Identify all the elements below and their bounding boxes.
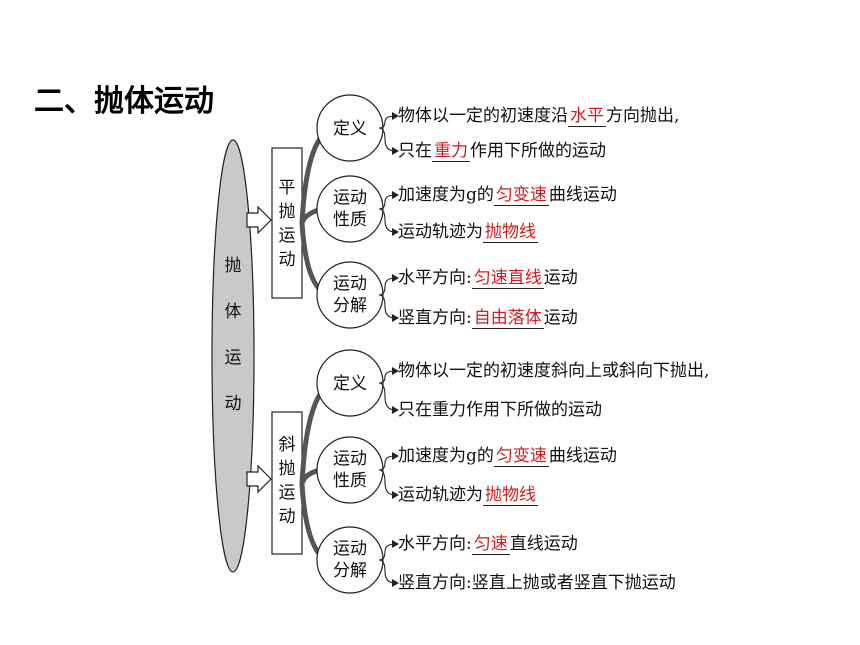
root-label: 抛体运动: [224, 256, 242, 414]
arrow-head: [392, 228, 399, 236]
line-text: 加速度为g的: [398, 446, 494, 466]
brace: [378, 277, 396, 319]
answer-blank: 自由落体: [471, 308, 544, 329]
branch-label-1: 平抛运动: [278, 178, 296, 270]
arrow-head: [392, 579, 399, 587]
brace: [378, 115, 396, 152]
line-text: 曲线运动: [548, 185, 617, 205]
line-text: 曲线运动: [548, 446, 617, 466]
node-circle-4: [316, 349, 384, 417]
branch-label-2: 斜抛运动: [278, 435, 296, 527]
node-circle-5: [316, 436, 384, 504]
line-text: 方向抛出,: [606, 106, 680, 126]
arrow-head: [392, 147, 399, 155]
description-line: 竖直方向:竖直上抛或者竖直下抛运动: [398, 573, 676, 593]
arrow-head: [392, 452, 399, 460]
arrow-head: [392, 274, 399, 282]
brace: [378, 455, 396, 496]
node-circle-1: [316, 94, 384, 162]
arrow-head: [392, 540, 399, 548]
line-text: 只在: [398, 141, 432, 161]
arrow-head: [392, 191, 399, 199]
line-text: 直线运动: [509, 534, 578, 554]
arrow-head: [392, 491, 399, 499]
hollow-arrow-1: [246, 205, 272, 235]
answer-blank: 抛物线: [483, 485, 538, 506]
node-label-2: 运动性质: [333, 188, 367, 230]
node-label-6: 运动分解: [333, 539, 367, 581]
description-line: 只在重力作用下所做的运动: [398, 400, 602, 420]
answer-blank: 匀速直线: [471, 268, 544, 289]
line-text: 作用下所做的运动: [470, 141, 606, 161]
line-text: 竖直方向:: [398, 308, 472, 328]
node-circle-6: [316, 526, 384, 594]
line-text: 物体以一定的初速度斜向上或斜向下抛出,: [398, 361, 710, 381]
arrow-head: [392, 367, 399, 375]
description-line: 运动轨迹为抛物线: [398, 485, 538, 506]
brace: [378, 370, 396, 411]
line-text: 只在重力作用下所做的运动: [398, 400, 602, 420]
arrow-head: [392, 406, 399, 414]
answer-blank: 水平: [568, 106, 606, 127]
diagram-edge-mask: [216, 70, 226, 115]
hollow-arrow-2: [246, 464, 272, 494]
description-line: 运动轨迹为抛物线: [398, 222, 538, 243]
description-line: 物体以一定的初速度斜向上或斜向下抛出,: [398, 361, 709, 381]
description-line: 加速度为g的匀变速曲线运动: [398, 185, 617, 206]
brace: [378, 194, 396, 233]
root-oval: [211, 139, 255, 573]
line-text: 运动: [543, 268, 578, 288]
description-line: 加速度为g的匀变速曲线运动: [398, 446, 617, 467]
node-label-5: 运动性质: [333, 449, 367, 491]
description-line: 只在重力作用下所做的运动: [398, 141, 606, 162]
brace-arrows: [378, 115, 396, 584]
answer-blank: 重力: [432, 141, 470, 162]
answer-blank: 抛物线: [483, 222, 538, 243]
description-line: 物体以一定的初速度沿水平方向抛出,: [398, 106, 680, 127]
description-line: 水平方向:匀速直线运动: [398, 534, 578, 555]
answer-blank: 匀速: [471, 534, 510, 555]
brace: [378, 543, 396, 584]
line-text: 物体以一定的初速度沿: [398, 106, 568, 126]
description-line: 竖直方向:自由落体运动: [398, 308, 578, 329]
line-text: 水平方向:: [398, 534, 472, 554]
arrow-head: [392, 112, 399, 120]
answer-blank: 匀变速: [493, 185, 549, 206]
line-text: 水平方向:: [398, 268, 472, 288]
node-circle-2: [316, 175, 384, 243]
arrow-head: [392, 314, 399, 322]
node-label-3: 运动分解: [333, 274, 367, 316]
line-text: 运动轨迹为: [398, 222, 483, 242]
section-heading: 二、抛体运动: [34, 84, 214, 119]
description-line: 水平方向:匀速直线运动: [398, 268, 578, 289]
node-label-1: 定义: [333, 119, 367, 139]
arrow-heads: [392, 112, 399, 587]
line-text: 加速度为g的: [398, 185, 494, 205]
line-text: 竖直方向:竖直上抛或者竖直下抛运动: [398, 573, 676, 593]
answer-blank: 匀变速: [493, 446, 549, 467]
line-text: 运动轨迹为: [398, 485, 483, 505]
node-label-4: 定义: [333, 374, 367, 394]
node-circle-3: [316, 261, 384, 329]
line-text: 运动: [543, 308, 578, 328]
